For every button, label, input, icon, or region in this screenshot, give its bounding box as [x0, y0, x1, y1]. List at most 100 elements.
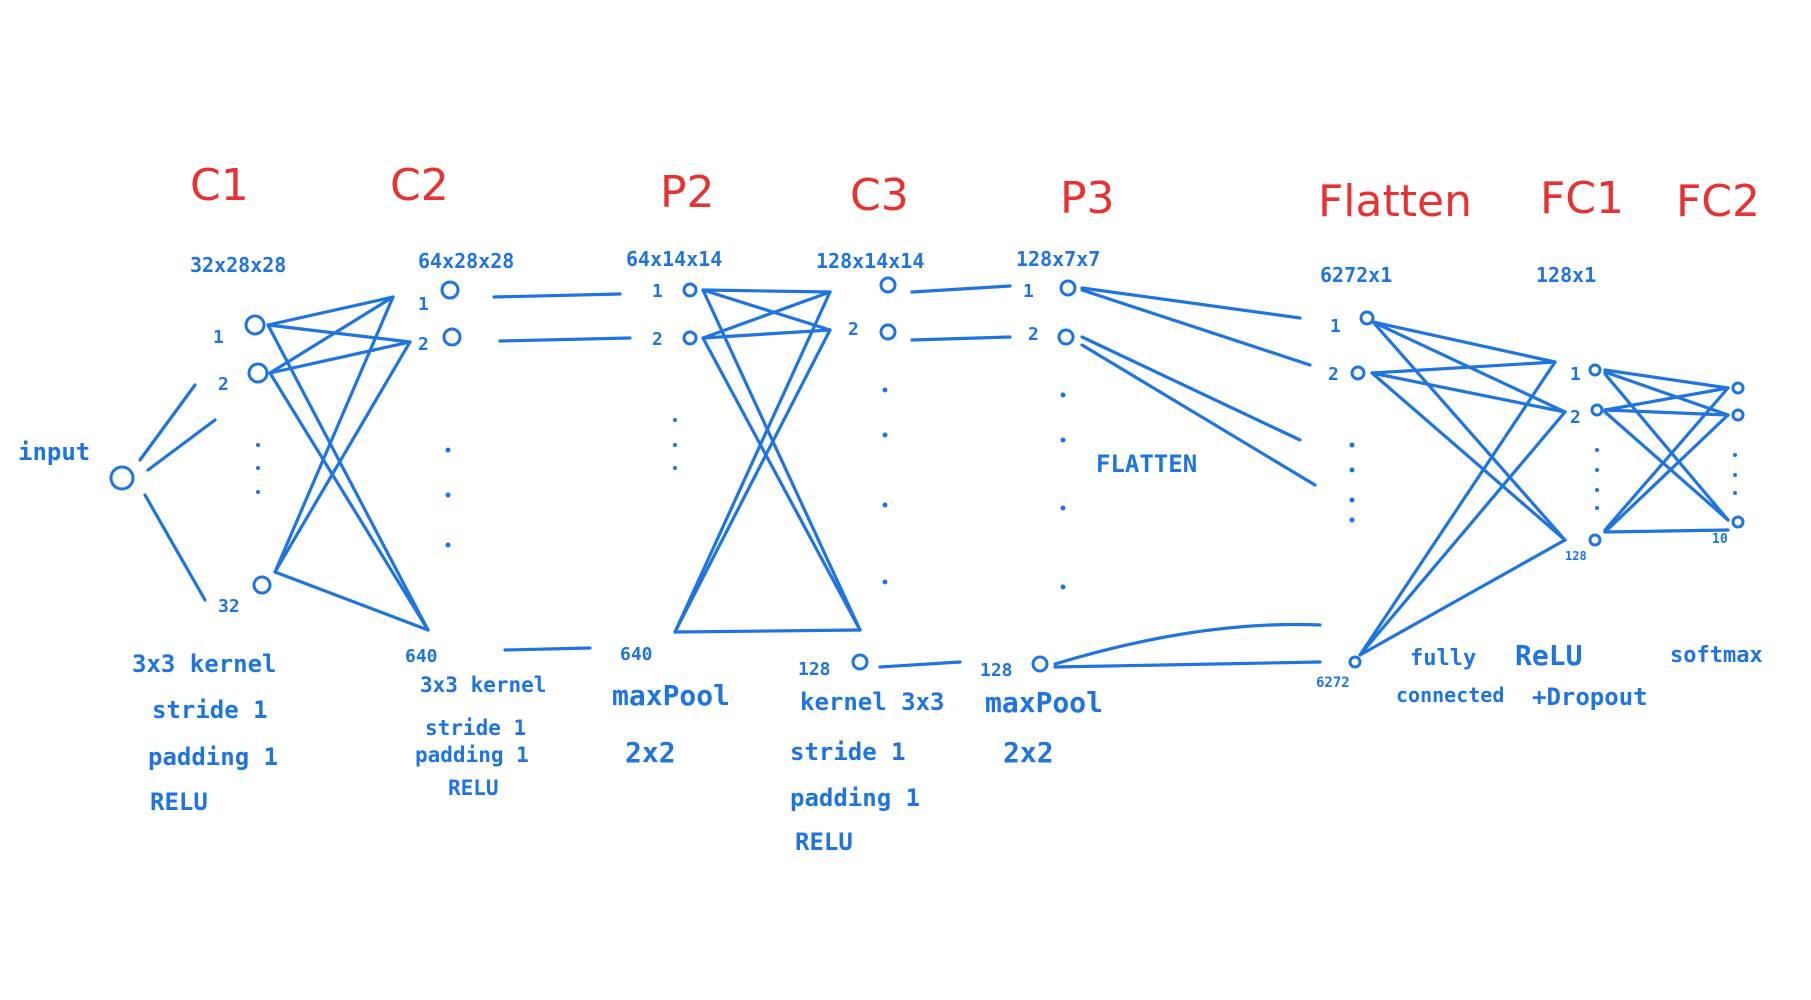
flatten-ellipsis-2 — [1349, 467, 1355, 473]
p3-ellipsis-2 — [1060, 437, 1066, 443]
dims-p3: 128x7x7 — [1016, 247, 1100, 271]
p3-node-128-label: 128 — [980, 660, 1013, 681]
edge-c2-p2 — [492, 292, 622, 299]
c1-node-32-label: 32 — [218, 596, 240, 617]
edge-input-c1-32 — [143, 493, 207, 602]
dims-c3: 128x14x14 — [816, 249, 924, 273]
flatten-node-2 — [1350, 365, 1366, 381]
c1-node-1 — [244, 314, 266, 336]
p3-node-1 — [1059, 279, 1077, 297]
c1-node-2 — [247, 362, 269, 384]
edge-fc1-fc2 — [1603, 368, 1730, 390]
c1-ellipsis-3 — [256, 490, 260, 494]
p2-description: maxPool 2x2 — [612, 679, 730, 769]
c1-desc-line-1: 3x3 kernel — [132, 650, 277, 678]
edge-fc1-fc2 — [1603, 386, 1730, 532]
edge-c1-c2 — [268, 295, 395, 375]
p3-ellipsis-1 — [1060, 392, 1066, 398]
title-c3: C3 — [850, 170, 909, 221]
fc1-node-1 — [1588, 363, 1602, 377]
p3-desc-line-2: 2x2 — [1003, 736, 1054, 769]
dims-c1: 32x28x28 — [190, 253, 286, 277]
title-p2: P2 — [660, 167, 715, 218]
edge-p2-c3 — [673, 290, 832, 634]
flatten-node-1 — [1359, 310, 1375, 326]
c3-node-128-label: 128 — [798, 659, 831, 680]
edge-c2-p2 — [498, 336, 632, 343]
c1-desc-line-2: stride 1 — [152, 696, 268, 724]
flatten-desc-line-1: fully — [1410, 646, 1476, 671]
flatten-node-6272 — [1348, 655, 1362, 669]
flatten-node-2-label: 2 — [1328, 364, 1339, 385]
edge-p2-c3 — [701, 336, 862, 632]
edge-fc1-fc2 — [1603, 370, 1730, 417]
p2-ellipsis-3 — [673, 466, 677, 470]
p2-node-640-label: 640 — [620, 644, 653, 665]
p3-ellipsis-3 — [1060, 505, 1066, 511]
edge-c1-c2 — [266, 295, 395, 327]
fc1-ellipsis-3 — [1595, 488, 1599, 492]
fc2-ellipsis-3 — [1733, 491, 1737, 495]
edge-c3-p3 — [878, 660, 962, 669]
c3-ellipsis-3 — [882, 502, 888, 508]
input-label: input — [18, 438, 90, 466]
c3-desc-line-4: RELU — [795, 828, 853, 856]
edge-c1-c2 — [273, 570, 430, 632]
fc1-node-1-label: 1 — [1570, 364, 1581, 385]
c2-node-2 — [442, 327, 462, 347]
p2-desc-line-1: maxPool — [612, 679, 730, 712]
edge-p3-flatten — [1080, 335, 1302, 442]
edge-p2-c3 — [701, 288, 832, 294]
title-c1: C1 — [190, 160, 249, 211]
edge-flatten-fc1 — [1371, 320, 1567, 542]
p2-node-2 — [682, 330, 698, 346]
c3-desc-line-3: padding 1 — [790, 784, 920, 812]
fc2-ellipsis-2 — [1733, 473, 1737, 477]
flatten-ellipsis-4 — [1349, 517, 1355, 523]
edge-flatten-fc1 — [1370, 371, 1567, 414]
edge-input-c1-2 — [146, 418, 217, 472]
c3-node-2-label: 2 — [848, 319, 859, 340]
c3-description: kernel 3x3 stride 1 padding 1 RELU — [790, 688, 945, 856]
c2-ellipsis-1 — [445, 447, 451, 453]
edge-fc1-fc2 — [1603, 528, 1730, 534]
p2-node-1 — [682, 282, 698, 298]
edge-c2-p2 — [503, 646, 592, 652]
fc1-node-2 — [1590, 403, 1604, 417]
p2-ellipsis-2 — [673, 443, 677, 447]
dims-flatten: 6272x1 — [1320, 263, 1392, 287]
fc2-node-10 — [1731, 515, 1745, 529]
c3-node-2 — [879, 323, 897, 341]
edge-c1-c2 — [266, 323, 430, 632]
dims-fc1: 128x1 — [1536, 263, 1596, 287]
edge-fc1-fc2 — [1603, 410, 1730, 522]
edge-flatten-fc1 — [1370, 371, 1567, 542]
c3-ellipsis-2 — [882, 432, 888, 438]
flatten-ellipsis-1 — [1349, 442, 1355, 448]
p3-node-2 — [1057, 328, 1075, 346]
edge-c1-c2 — [266, 323, 412, 344]
c3-ellipsis-1 — [882, 387, 888, 393]
p3-desc-line-1: maxPool — [985, 686, 1103, 719]
edge-p2-c3 — [673, 328, 832, 634]
fc2-node-2 — [1731, 408, 1745, 422]
fc2-ellipsis-1 — [1733, 453, 1737, 457]
fc1-ellipsis-1 — [1595, 448, 1599, 452]
fc1-desc-line-2: +Dropout — [1532, 683, 1648, 711]
edge-c3-p3 — [910, 335, 1012, 342]
title-fc2: FC2 — [1676, 176, 1760, 227]
c3-desc-line-2: stride 1 — [790, 738, 906, 766]
c1-node-1-label: 1 — [213, 327, 224, 348]
p2-node-2-label: 2 — [652, 329, 663, 350]
edge-fc1-fc2 — [1603, 408, 1730, 417]
edge-fc1-fc2 — [1603, 386, 1730, 412]
flatten-node-6272-label: 6272 — [1316, 675, 1350, 691]
fc1-description: ReLU +Dropout — [1515, 639, 1648, 711]
flatten-desc-line-2: connected — [1396, 683, 1504, 707]
c1-ellipsis-1 — [256, 443, 260, 447]
fc1-ellipsis-4 — [1595, 506, 1599, 510]
edge-p3-flatten — [1080, 286, 1302, 320]
edge-c1-c2 — [268, 371, 430, 632]
edge-flatten-fc1 — [1370, 360, 1557, 375]
